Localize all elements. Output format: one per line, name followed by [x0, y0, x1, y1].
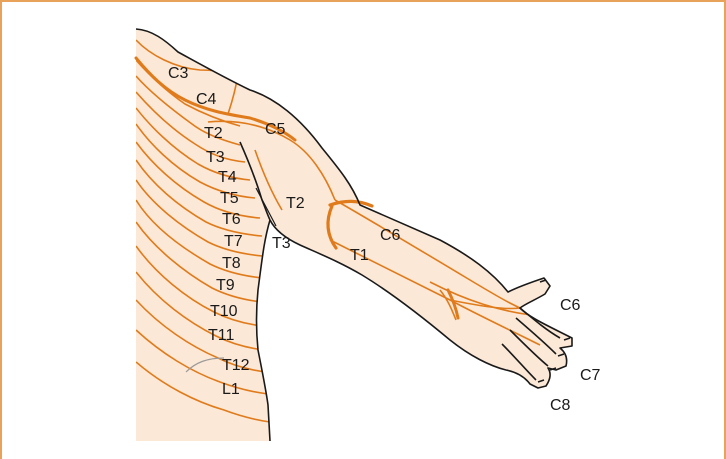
label-t2-trunk: T2	[204, 125, 223, 142]
label-t10: T10	[210, 303, 238, 320]
label-t1: T1	[350, 247, 369, 264]
label-t3-trunk: T3	[206, 149, 225, 166]
label-c7: C7	[580, 367, 601, 384]
label-t3-axilla: T3	[272, 235, 291, 252]
label-t11: T11	[208, 327, 234, 344]
label-t7: T7	[224, 233, 243, 250]
label-t6: T6	[222, 211, 241, 228]
label-c8: C8	[550, 397, 571, 414]
label-t5: T5	[220, 190, 239, 207]
label-c6-hand: C6	[560, 297, 581, 314]
label-c6-arm: C6	[380, 227, 401, 244]
label-c5: C5	[265, 121, 286, 138]
label-t9: T9	[216, 277, 235, 294]
label-c3: C3	[168, 65, 189, 82]
label-t2-arm: T2	[286, 195, 305, 212]
label-t4: T4	[218, 169, 237, 186]
label-t12: T12	[222, 357, 250, 374]
label-c4: C4	[196, 91, 217, 108]
label-t8: T8	[222, 255, 241, 272]
label-l1: L1	[222, 381, 240, 398]
